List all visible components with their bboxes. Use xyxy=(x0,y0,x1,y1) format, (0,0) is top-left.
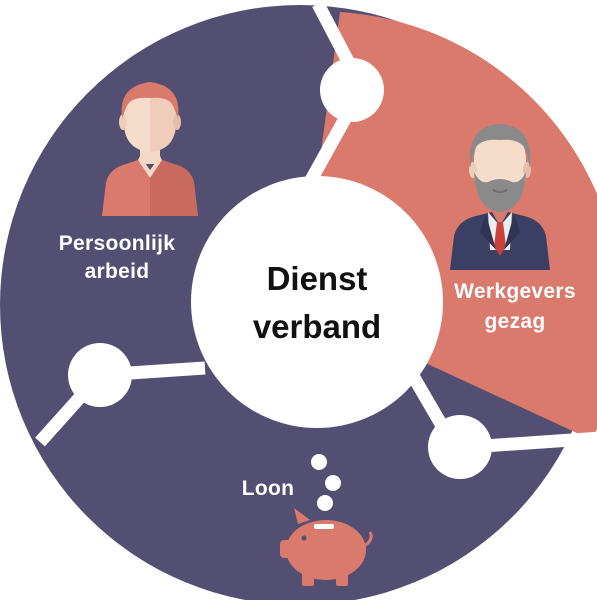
label-loon: Loon xyxy=(242,477,295,500)
label-werkgevers-gezag-line1: Werkgevers xyxy=(454,280,576,303)
label-persoonlijk-arbeid: Persoonlijk arbeid xyxy=(59,232,176,283)
coin xyxy=(311,454,327,470)
center-title-line1: Dienst xyxy=(267,260,368,297)
connector-node-left xyxy=(68,343,132,407)
label-loon-line1: Loon xyxy=(242,477,295,500)
center-title-line2: verband xyxy=(253,308,381,345)
piggy-bank-coins-icon xyxy=(280,454,373,586)
label-werkgevers-gezag-line2: gezag xyxy=(484,310,545,333)
employee-person-icon xyxy=(102,82,198,216)
center-circle xyxy=(191,176,443,428)
coin xyxy=(325,475,341,491)
label-werkgevers-gezag: Werkgevers gezag xyxy=(454,280,576,333)
label-persoonlijk-arbeid-line1: Persoonlijk xyxy=(59,232,176,255)
connector-node-top xyxy=(320,58,384,122)
connector-node-right xyxy=(428,415,492,479)
coin xyxy=(317,495,333,511)
employer-bearded-man-icon xyxy=(450,124,550,270)
label-persoonlijk-arbeid-line2: arbeid xyxy=(85,260,150,283)
